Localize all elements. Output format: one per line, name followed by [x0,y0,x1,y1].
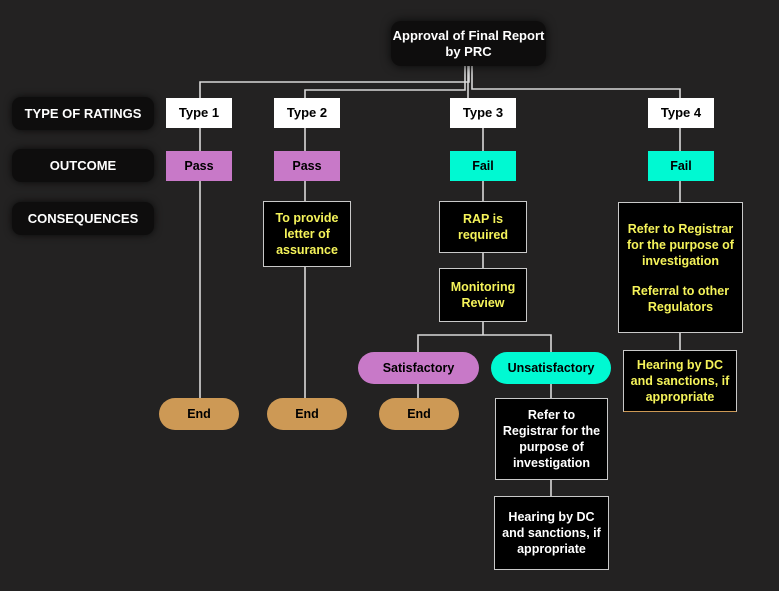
connector-root-type4 [471,65,681,98]
type-2-consequence-letter-of-assurance: To provide letter of assurance [263,201,351,267]
type-4-refer-to-registrar-text: Refer to Registrar for the purpose of in… [627,221,734,268]
connector-root-type1 [199,65,470,98]
type-3-node: Type 3 [450,98,516,128]
type-1-node: Type 1 [166,98,232,128]
unsatisfactory-hearing-by-dc-node: Hearing by DC and sanctions, if appropri… [494,496,609,570]
row-label-consequences: CONSEQUENCES [12,202,154,235]
type-4-consequence-node: Refer to Registrar for the purpose of in… [618,202,743,333]
type-4-referral-other-regulators-text: Referral to other Regulators [631,283,730,314]
type-2-end-node: End [267,398,347,430]
connector-root-type2 [304,65,466,98]
type-4-node: Type 4 [648,98,714,128]
type-2-outcome-pass: Pass [274,151,340,181]
satisfactory-node: Satisfactory [358,352,479,384]
row-label-type-of-ratings: TYPE OF RATINGS [12,97,154,130]
type-1-end-node: End [159,398,239,430]
unsatisfactory-node: Unsatisfactory [491,352,611,384]
type-4-hearing-by-dc-node: Hearing by DC and sanctions, if appropri… [623,350,737,412]
unsatisfactory-refer-to-registrar-node: Refer to Registrar for the purpose of in… [495,398,608,480]
row-label-outcome: OUTCOME [12,149,154,182]
type-3-rap-required-node: RAP is required [439,201,527,253]
type-3-monitoring-review-node: Monitoring Review [439,268,527,322]
satisfactory-end-node: End [379,398,459,430]
root-approval-node: Approval of Final Report by PRC [391,21,546,66]
type-4-outcome-fail: Fail [648,151,714,181]
type-2-node: Type 2 [274,98,340,128]
type-3-outcome-fail: Fail [450,151,516,181]
connector-review-branches [417,322,552,353]
type-1-outcome-pass: Pass [166,151,232,181]
